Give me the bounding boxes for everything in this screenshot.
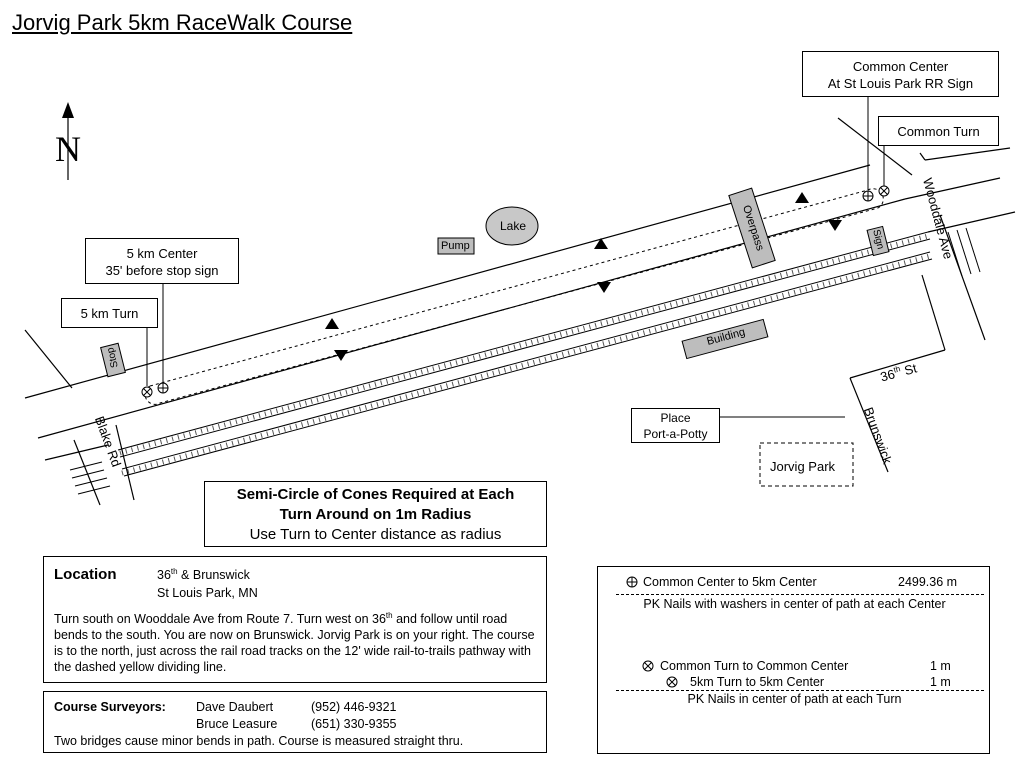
lake xyxy=(485,206,539,246)
center-distance-label: Common Center to 5km Center xyxy=(643,575,817,589)
jorvig-park-label: Jorvig Park xyxy=(770,459,836,474)
turn-5km-distance-value: 1 m xyxy=(930,675,951,689)
stop-sign xyxy=(100,342,126,378)
common-center-legend-icon xyxy=(626,575,638,593)
turn-5km-legend-icon xyxy=(666,675,678,693)
surveyors-label: Course Surveyors: xyxy=(54,700,166,714)
course-loop xyxy=(144,188,884,405)
callout-5km-center: 5 km Center 35' before stop sign xyxy=(85,238,239,284)
turn-5km-distance-label: 5km Turn to 5km Center xyxy=(690,675,825,689)
pump xyxy=(437,237,475,255)
callout-port-a-potty: Place Port-a-Potty xyxy=(631,408,720,443)
turn-5km-marker xyxy=(141,386,153,398)
rr-sign xyxy=(866,225,890,257)
north-label: N xyxy=(55,129,81,169)
overpass xyxy=(728,187,776,269)
path-edge-south xyxy=(37,198,906,439)
location-address-1: 36th & Brunswick xyxy=(157,566,250,582)
surveyor-phone-1: (952) 446-9321 xyxy=(311,700,397,714)
pump-label: Pump xyxy=(441,240,470,252)
turn-nail-note: PK Nails in center of path at each Turn xyxy=(687,692,902,706)
common-turn-marker xyxy=(878,185,890,197)
cone-note: Semi-Circle of Cones Required at Each Tu… xyxy=(204,481,547,547)
surveyors-box: Course Surveyors: Dave Daubert (952) 446… xyxy=(43,691,547,753)
surveyors-note: Two bridges cause minor bends in path. C… xyxy=(54,734,464,748)
location-directions: Turn south on Wooddale Ave from Route 7.… xyxy=(54,610,535,674)
common-turn-legend-icon xyxy=(642,659,654,677)
center-nail-note: PK Nails with washers in center of path … xyxy=(643,597,946,611)
location-heading: Location xyxy=(54,566,117,583)
center-5km-marker xyxy=(157,382,169,394)
location-address-2: St Louis Park, MN xyxy=(157,586,258,600)
page-title: Jorvig Park 5km RaceWalk Course xyxy=(12,10,353,35)
common-turn-distance-value: 1 m xyxy=(930,659,951,673)
callout-common-center: Common Center At St Louis Park RR Sign xyxy=(802,51,999,97)
common-center-marker xyxy=(862,190,874,202)
surveyor-phone-2: (651) 330-9355 xyxy=(311,717,397,731)
common-turn-distance-label: Common Turn to Common Center xyxy=(660,659,849,673)
distances-box: Common Center to 5km Center 2499.36 m PK… xyxy=(597,566,990,754)
path-edge-north xyxy=(24,164,871,399)
jorvig-park-area xyxy=(759,442,854,487)
surveyor-name-1: Dave Daubert xyxy=(196,700,274,714)
lake-label: Lake xyxy=(500,219,527,233)
building xyxy=(681,318,769,360)
callout-5km-turn: 5 km Turn xyxy=(61,298,158,328)
center-distance-value: 2499.36 m xyxy=(898,575,958,589)
callout-common-turn: Common Turn xyxy=(878,116,999,146)
surveyor-name-2: Bruce Leasure xyxy=(196,717,278,731)
railroad-tracks xyxy=(117,231,933,477)
direction-arrows xyxy=(325,192,842,361)
location-box: Location 36th & Brunswick St Louis Park,… xyxy=(43,556,547,683)
